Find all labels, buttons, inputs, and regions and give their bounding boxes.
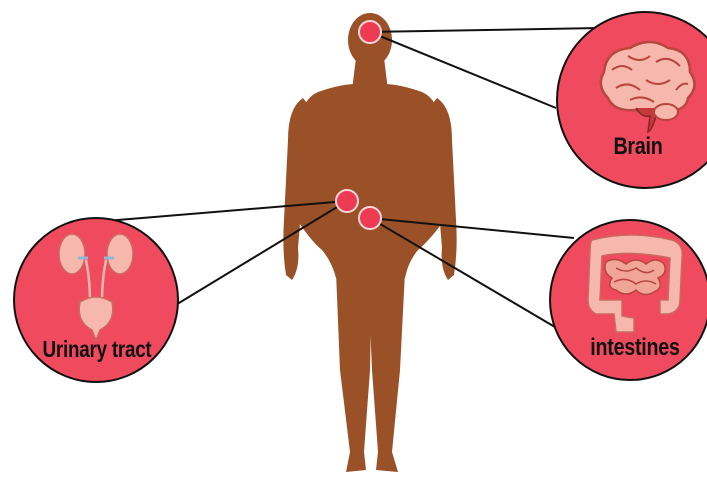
urinary-tract-label: Urinary tract: [27, 336, 166, 363]
brain-callout: [557, 12, 707, 188]
intestines-label: intestines: [574, 334, 697, 362]
urinary-connector-bottom: [174, 201, 347, 306]
human-silhouette: [283, 13, 456, 472]
urinary-marker: [336, 190, 358, 212]
brain-label: Brain: [597, 133, 679, 161]
brain-connector-top: [370, 28, 600, 32]
intestines-marker: [359, 207, 381, 229]
brain-marker: [359, 21, 381, 43]
